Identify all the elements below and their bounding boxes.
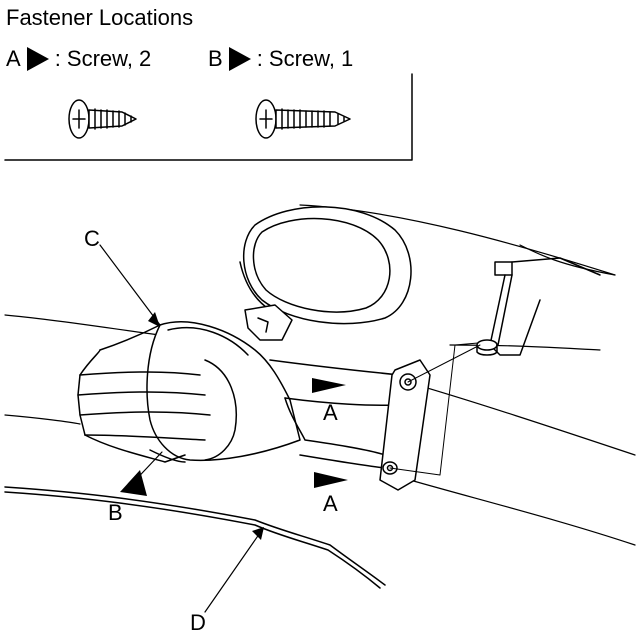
pointer-arrow-a2 [314, 472, 348, 488]
pointer-arrow-b [120, 470, 147, 496]
callout-label-d: D [190, 610, 206, 635]
screw-a-icon [68, 99, 137, 139]
legend-letter-a: A [6, 46, 21, 71]
pointer-arrow-icon [26, 47, 49, 71]
vent-housing-frame [269, 359, 431, 491]
pointer-arrow-a1 [312, 378, 346, 393]
callout-label-a1: A [323, 400, 338, 425]
legend-text-b: : Screw, 1 [256, 46, 354, 71]
alignment-lines [389, 342, 481, 476]
callout-arrow-c [148, 312, 160, 327]
leader-line-c [99, 244, 161, 326]
mounting-bracket [476, 257, 601, 356]
callout-arrow-d [252, 527, 264, 540]
legend-frame [4, 73, 413, 161]
legend-letter-b: B [208, 46, 223, 71]
legend-item-b: B : Screw, 1 [208, 45, 353, 73]
screw-b-icon [255, 99, 351, 139]
pointer-arrow-icon [228, 47, 251, 71]
leader-line-d [204, 529, 263, 613]
callout-label-b: B [108, 500, 123, 525]
air-vent-duct [77, 304, 301, 463]
legend-title: Fastener Locations [6, 5, 194, 30]
callout-label-a2: A [323, 491, 338, 516]
mirror-housing [239, 206, 412, 325]
legend-item-a: A : Screw, 2 [6, 45, 151, 73]
legend-text-a: : Screw, 2 [54, 46, 152, 71]
callout-label-c: C [84, 226, 100, 251]
dashboard-panel [4, 204, 636, 546]
